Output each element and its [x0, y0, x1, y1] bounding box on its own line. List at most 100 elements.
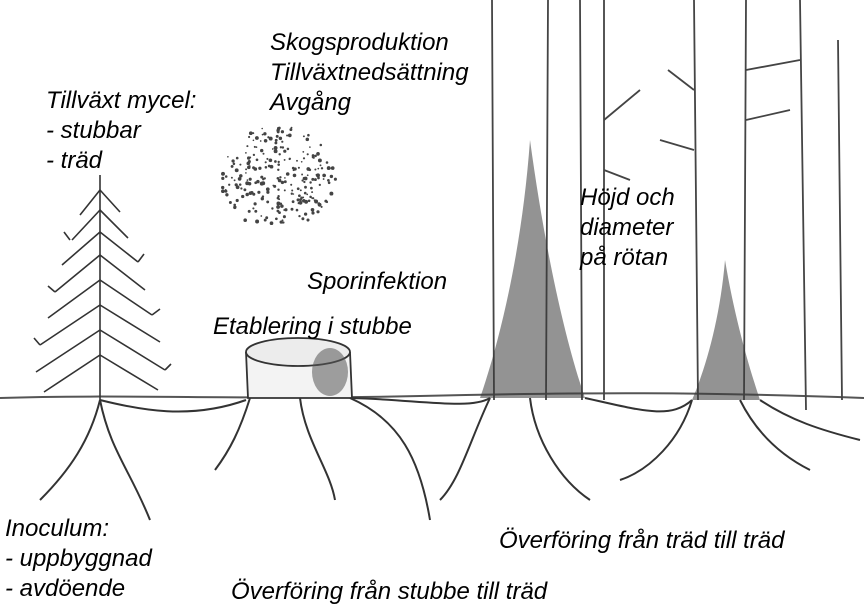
spore-dot [281, 130, 284, 133]
spore-dot [245, 172, 247, 174]
spore-dot [260, 176, 263, 179]
spore-dot [266, 200, 269, 203]
spore-dot [266, 187, 270, 191]
spore-dot [245, 193, 249, 197]
spore-dot [253, 154, 255, 156]
spore-dot [221, 189, 225, 193]
label-rot-size-line1: Höjd och [580, 183, 675, 213]
spore-dot [270, 165, 274, 169]
spore-dot [225, 189, 227, 191]
spore-dot [311, 191, 313, 193]
label-stump-establishment: Etablering i stubbe [213, 312, 412, 342]
spore-dot [289, 128, 292, 131]
spore-dot [261, 128, 263, 130]
spore-dot [271, 207, 273, 209]
spore-dot [253, 139, 255, 141]
spore-dot [296, 209, 299, 212]
spore-dot [274, 146, 278, 150]
spore-dot [316, 152, 320, 156]
spore-dot [307, 174, 309, 176]
spore-dot [289, 158, 291, 160]
spore-dot [326, 201, 328, 203]
spore-dot [253, 167, 257, 171]
spore-dot [239, 174, 243, 178]
spore-dot [329, 182, 331, 184]
spore-dot [311, 211, 314, 214]
label-rot-size: Höjd och diameter på rötan [580, 183, 675, 273]
spore-dot [319, 184, 321, 186]
spore-dot [280, 146, 282, 148]
spore-dot [255, 220, 259, 224]
spore-dot [227, 156, 229, 158]
spore-dot [225, 193, 228, 196]
spore-dot [306, 167, 310, 171]
rot-cone-2 [692, 260, 760, 400]
spore-dot [311, 178, 314, 181]
spore-dot [225, 175, 228, 178]
spore-dot [229, 201, 232, 204]
spore-dot [311, 208, 315, 212]
spore-dot [312, 154, 315, 157]
spore-dot [320, 144, 323, 147]
spore-dot [283, 215, 286, 218]
spore-dot [277, 188, 279, 190]
spore-dot [300, 196, 303, 199]
spore-dot [260, 215, 262, 217]
spore-dot [318, 158, 322, 162]
spore-dot [262, 195, 264, 197]
label-forest-line2: Tillväxtnedsättning [270, 58, 469, 88]
spore-dot [297, 187, 300, 190]
label-inoculum-line1: Inoculum: [5, 514, 152, 544]
spore-dot [275, 218, 277, 220]
spore-dot [298, 202, 300, 204]
spore-dot [296, 160, 298, 162]
spore-dot [303, 181, 305, 183]
spore-dot [249, 157, 251, 159]
spore-dot [324, 175, 326, 177]
spore-dot [255, 136, 259, 140]
spore-dot [310, 187, 313, 190]
spore-dot [272, 148, 274, 150]
spore-dot [298, 167, 300, 169]
spore-dot [286, 172, 290, 176]
spore-dot [281, 141, 283, 143]
spore-dot [277, 163, 280, 166]
spore-dot [307, 134, 310, 137]
spore-dot [321, 167, 323, 169]
spore-dot [327, 166, 331, 170]
spore-dot [278, 153, 280, 155]
spore-dot [283, 150, 286, 153]
spore-cloud [221, 127, 337, 225]
spore-dot [279, 137, 282, 140]
spore-dot [254, 146, 256, 148]
label-stump-to-tree: Överföring från stubbe till träd [231, 577, 547, 607]
spore-dot [264, 219, 267, 222]
spore-dot [274, 149, 278, 153]
label-tree-to-tree: Överföring från träd till träd [499, 526, 784, 556]
spore-dot [265, 216, 268, 219]
spore-dot [284, 177, 286, 179]
spore-dot [286, 134, 288, 136]
spore-dot [257, 191, 260, 194]
spore-dot [263, 153, 265, 155]
spore-dot [276, 205, 280, 209]
spore-dot [301, 174, 303, 176]
spore-dot [283, 209, 285, 211]
spore-dot [266, 191, 269, 194]
spore-dot [314, 168, 316, 170]
spore-dot [263, 132, 266, 135]
spore-dot [284, 159, 286, 161]
spore-dot [291, 208, 294, 211]
spore-dot [304, 186, 307, 189]
spore-dot [306, 138, 310, 142]
spore-dot [228, 184, 230, 186]
spore-dot [291, 127, 293, 129]
spore-dot [307, 153, 309, 155]
spore-dot [311, 197, 313, 199]
spore-dot [248, 136, 250, 138]
spore-dot [245, 152, 247, 154]
spore-dot [290, 184, 292, 186]
spore-dot [316, 210, 319, 213]
spore-dot [293, 167, 296, 170]
label-growth-line3: - träd [46, 146, 196, 176]
